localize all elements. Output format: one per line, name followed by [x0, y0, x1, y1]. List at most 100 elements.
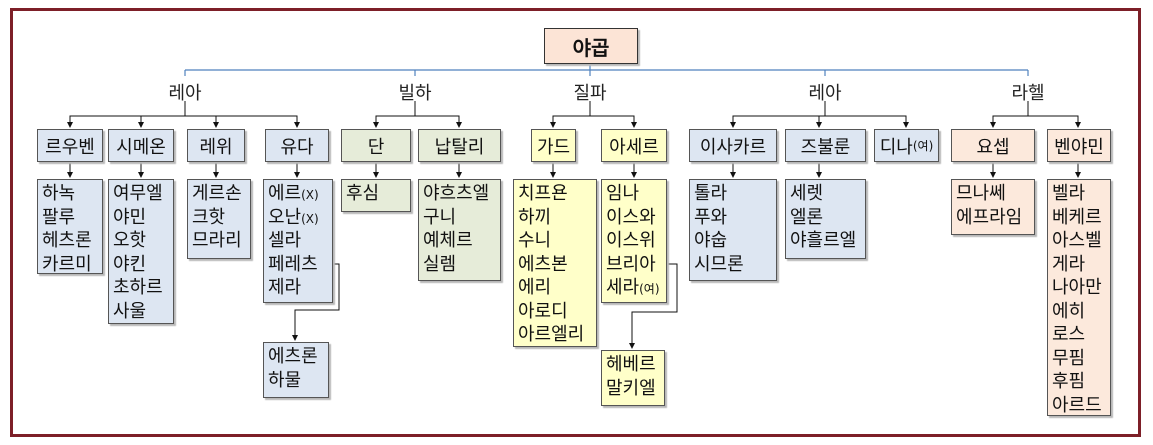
dinah-name: 디나 — [879, 136, 913, 158]
dinah-female-note: (여) — [912, 139, 934, 153]
list-item: 무핌 — [1052, 347, 1086, 369]
children-list-levi: 게르손 크핫 므라리 — [187, 179, 251, 259]
mother-label-zilpah: 질파 — [573, 83, 607, 104]
list-item: 후핌 — [1052, 371, 1086, 392]
child-name: 제라 — [268, 277, 302, 298]
child-note: (여) — [639, 282, 660, 296]
son-zebulun: 즈불룬 — [785, 129, 866, 162]
list-item: 나아만 — [1052, 277, 1102, 298]
children-list-benjamin: 벨라 베케르 아스벨 게라 나아만 에히 로스 무핌 후핌 아르드 — [1047, 179, 1111, 416]
list-item: 에츠본 — [518, 253, 568, 275]
mother-label-bilhah: 빌하 — [398, 83, 432, 104]
list-item: 게라 — [1052, 253, 1086, 275]
list-item: 크핫 — [192, 206, 226, 228]
list-item: 아르드 — [1052, 394, 1102, 416]
children-list-zebulun: 세렛 엘론 야흘르엘 — [785, 179, 866, 259]
child-note: (X) — [301, 211, 319, 226]
son-joseph: 요셉 — [951, 129, 1035, 162]
list-item: 브리아 — [606, 253, 666, 277]
list-item: 므라리 — [192, 230, 242, 251]
list-item: 에츠론 — [268, 346, 318, 367]
list-item: 헤츠론 — [42, 230, 92, 251]
list-item: 예체르 — [423, 230, 473, 251]
son-issachar: 이사카르 — [689, 129, 777, 162]
list-item: 헤베르 — [606, 354, 656, 375]
list-item: 야킨 — [113, 253, 147, 275]
diagram-frame — [10, 8, 1141, 437]
list-item: 에히 — [1052, 300, 1086, 322]
children-list-asher: 임나 이스와 이스위 브리아 세라(여) — [601, 179, 667, 303]
list-item: 아스벨 — [1052, 230, 1102, 251]
list-item: 에리 — [518, 277, 552, 298]
list-item: 구니 — [423, 206, 457, 228]
child-name: 이스와 — [606, 206, 656, 228]
list-item: 에프라임 — [956, 206, 1023, 228]
son-gad: 가드 — [531, 129, 576, 162]
list-item: 베케르 — [1052, 206, 1102, 228]
child-name: 오난 — [268, 206, 302, 228]
son-naphtali: 납탈리 — [418, 129, 501, 162]
child-name: 셀라 — [268, 230, 302, 251]
list-item: 오핫 — [113, 230, 147, 251]
list-item: 임나 — [606, 182, 666, 206]
list-item: 이스와 — [606, 206, 666, 230]
list-item: 사울 — [113, 300, 147, 322]
grandchildren-list-perez: 에츠론 하물 — [263, 342, 329, 398]
son-levi: 레위 — [187, 129, 245, 162]
list-item: 실렘 — [423, 253, 457, 275]
son-judah: 유다 — [265, 129, 329, 162]
list-item: 야흘르엘 — [790, 230, 857, 251]
list-item: 제라 — [268, 276, 332, 300]
list-item: 치프욘 — [518, 183, 568, 204]
list-item: 이스위 — [606, 229, 666, 253]
children-list-gad: 치프욘 하끼 수니 에츠본 에리 아로디 아르엘리 — [513, 179, 597, 347]
children-list-joseph: 므나쎄 에프라임 — [951, 179, 1035, 235]
child-name: 세라 — [606, 277, 640, 298]
children-list-simeon: 여무엘 야민 오핫 야킨 초하르 사울 — [108, 179, 174, 324]
child-name: 페레츠 — [268, 253, 318, 275]
list-item: 팔루 — [42, 206, 76, 228]
son-dan: 단 — [341, 129, 411, 162]
children-list-reuben: 하녹 팔루 헤츠론 카르미 — [37, 179, 103, 275]
list-item: 카르미 — [42, 253, 92, 275]
list-item: 오난(X) — [268, 206, 332, 230]
list-item: 로스 — [1052, 324, 1086, 345]
list-item: 벨라 — [1052, 183, 1086, 204]
son-reuben: 르우벤 — [37, 129, 103, 162]
grandchildren-list-beriah: 헤베르 말키엘 — [601, 350, 665, 406]
list-item: 야숩 — [694, 230, 728, 251]
list-item: 셀라 — [268, 229, 332, 253]
list-item: 푸와 — [694, 206, 728, 228]
mother-label-leah: 레아 — [168, 83, 202, 104]
list-item: 하물 — [268, 369, 302, 391]
list-item: 아르엘리 — [518, 324, 585, 345]
list-item: 톨라 — [694, 183, 728, 204]
list-item: 여무엘 — [113, 183, 163, 204]
list-item: 후심 — [346, 183, 380, 204]
list-item: 게르손 — [192, 183, 242, 204]
children-list-naphtali: 야흐츠엘 구니 예체르 실렘 — [418, 179, 501, 281]
list-item: 아로디 — [518, 300, 568, 322]
list-item: 수니 — [518, 230, 552, 251]
list-item: 므나쎄 — [956, 183, 1006, 204]
child-name: 임나 — [606, 183, 640, 204]
mother-label-rachel: 라헬 — [1011, 83, 1045, 104]
list-item: 야민 — [113, 206, 147, 228]
children-list-judah: 에르(X) 오난(X) 셀라 페레츠 제라 — [263, 179, 333, 303]
son-asher: 아세르 — [601, 129, 667, 162]
list-item: 말키엘 — [606, 377, 656, 399]
child-name: 에르 — [268, 183, 302, 204]
list-item: 세렛 — [790, 183, 824, 204]
list-item: 엘론 — [790, 206, 824, 228]
child-note: (X) — [301, 188, 319, 202]
child-name: 브리아 — [606, 253, 656, 275]
child-name: 이스위 — [606, 230, 656, 251]
daughter-dinah: 디나(여) — [874, 129, 939, 162]
list-item: 세라(여) — [606, 276, 666, 300]
root-jacob: 야곱 — [544, 28, 638, 64]
children-list-issachar: 톨라 푸와 야숩 시므론 — [689, 179, 777, 281]
list-item: 에르(X) — [268, 182, 332, 206]
list-item: 페레츠 — [268, 253, 332, 277]
list-item: 시므론 — [694, 253, 744, 275]
